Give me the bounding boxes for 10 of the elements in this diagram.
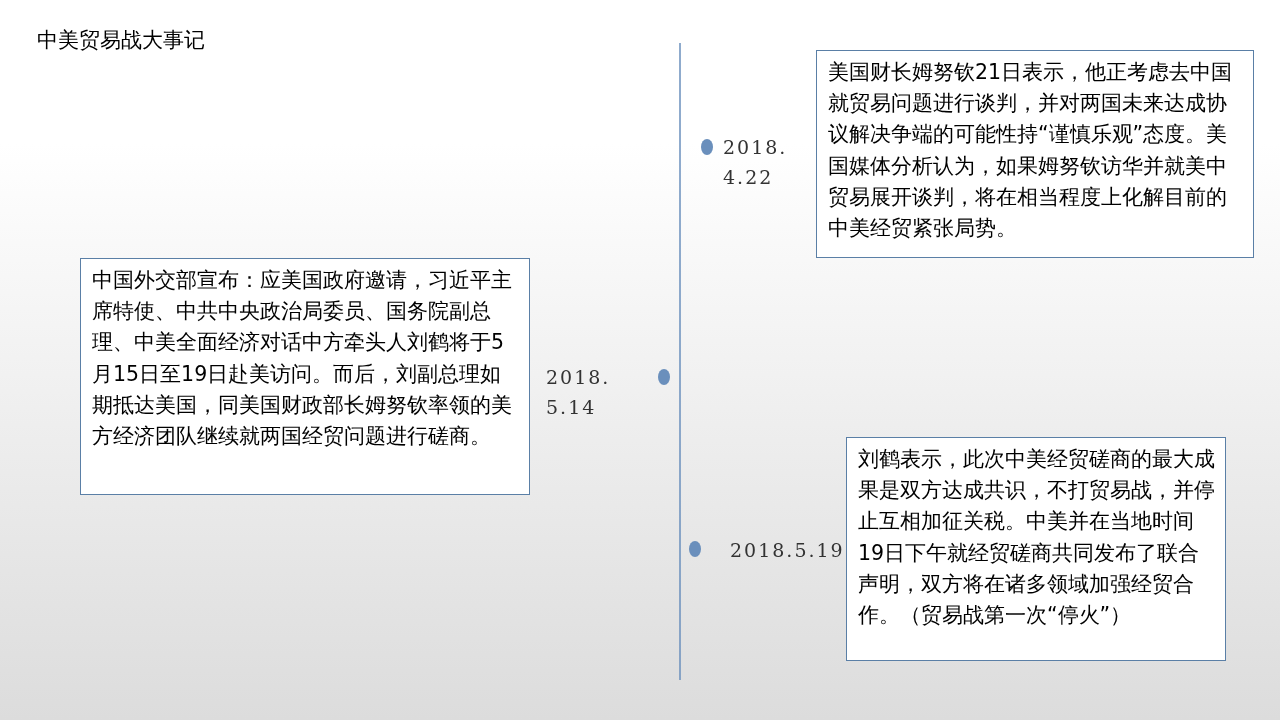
date-label: 2018.5.14: [546, 365, 612, 420]
event-box: [846, 437, 1226, 661]
date-label: 2018.4.22: [723, 135, 789, 190]
event-text: 刘鹤表示，此次中美经贸磋商的最大成果是双方达成共识，不打贸易战，并停止互相加征关税。中美并在当地时间19日下午就经贸磋商共同发布了联合声明，双方将在诸多领域加强经贸合作。（贸易战第一次“停火”）: [858, 446, 1215, 629]
date-label: 2018.5.19: [730, 538, 846, 563]
title: 中美贸易战大事记: [37, 27, 205, 54]
event-box: [816, 50, 1254, 258]
event-text: 美国财长姆努钦21日表示，他正考虑去中国就贸易问题进行谈判，并对两国未来达成协议解决争端的可能性持“谨慎乐观”态度。美国媒体分析认为，如果姆努钦访华并就美中贸易展开谈判，将在相当程度上化解目前的中美经贸紧张局势。: [828, 59, 1234, 242]
event-text: 中国外交部宣布：应美国政府邀请，习近平主席特使、中共中央政治局委员、国务院副总理、中美全面经济对话中方牵头人刘鹤将于5月15日至19日赴美访问。而后，刘副总理如期抵达美国，同美国财政部长姆努钦率领的美方经济团队继续就两国经贸问题进行磋商。: [92, 267, 513, 450]
event-box: [80, 258, 530, 495]
